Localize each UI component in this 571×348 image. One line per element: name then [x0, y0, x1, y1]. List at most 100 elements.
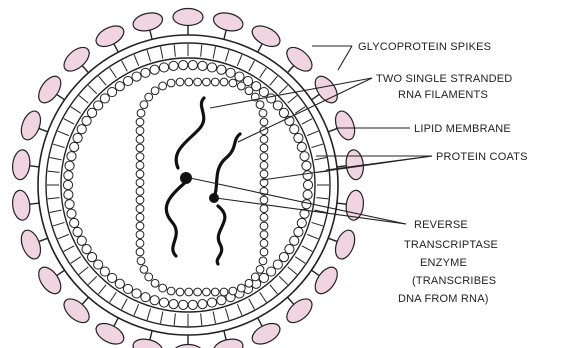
- protein-coat-bead: [303, 171, 312, 180]
- phospholipid-tail: [307, 131, 318, 136]
- phospholipid-tail: [260, 68, 267, 78]
- phospholipid-tail: [88, 85, 96, 93]
- phospholipid-tail: [225, 50, 228, 61]
- protein-coat-bead: [132, 289, 141, 298]
- spike-knob: [60, 294, 94, 327]
- protein-coat-bead: [267, 267, 276, 276]
- capsid-bead: [140, 265, 148, 273]
- spike-knob: [34, 72, 65, 106]
- phospholipid-tail: [71, 107, 81, 114]
- protein-coat-bead: [303, 190, 312, 199]
- phospholipid-tail: [50, 157, 62, 159]
- capsid-bead: [260, 144, 268, 152]
- capsid-bead: [136, 127, 144, 135]
- protein-coat-bead: [123, 76, 132, 85]
- label-rna-line2: RNA FILAMENTS: [398, 89, 488, 101]
- protein-coat-bead: [198, 300, 207, 309]
- phospholipid-tail: [48, 171, 60, 172]
- glycoprotein-spike: [18, 228, 48, 262]
- capsid-bead: [136, 222, 144, 230]
- glycoprotein-spike: [249, 318, 283, 348]
- label-rt-line1: REVERSE: [414, 219, 468, 231]
- protein-coat-beads: [63, 60, 312, 309]
- protein-coat-bead: [115, 82, 124, 91]
- capsid-bead: [220, 78, 228, 86]
- capsid-bead: [211, 78, 219, 86]
- capsid-bead: [137, 257, 145, 265]
- capsid-bead: [136, 187, 144, 195]
- protein-coat-bead: [259, 87, 268, 96]
- phospholipid-tail: [50, 210, 62, 212]
- label-rt-line2: TRANSCRIPTASE: [404, 239, 498, 251]
- protein-coat-bead: [70, 142, 79, 151]
- protein-coat-bead: [169, 61, 178, 70]
- capsid-bead: [260, 161, 268, 169]
- protein-coat-bead: [290, 236, 299, 245]
- protein-coat-bead: [207, 298, 216, 307]
- protein-coat-bead: [290, 125, 299, 134]
- protein-coat-bead: [302, 200, 311, 209]
- glycoprotein-spike: [34, 263, 65, 297]
- spike-knob: [11, 149, 31, 181]
- phospholipid-tail: [88, 276, 96, 284]
- rna-filament-2: [213, 134, 240, 200]
- phospholipid-tail: [134, 304, 139, 315]
- protein-coat-bead: [94, 260, 103, 269]
- phospholipid-tail: [270, 76, 278, 85]
- phospholipid-tail: [122, 299, 128, 310]
- capsid-bead: [136, 153, 144, 161]
- capsid-bead: [185, 288, 193, 296]
- capsid-bead: [194, 78, 202, 86]
- protein-coat-bead: [63, 180, 72, 189]
- capsid-bead: [220, 288, 228, 296]
- capsid-bead: [237, 284, 245, 292]
- glycoprotein-spike: [311, 263, 342, 297]
- protein-coat-bead: [217, 65, 226, 74]
- protein-coat-bead: [141, 68, 150, 77]
- spike-knob: [249, 22, 283, 51]
- capsid-bead: [136, 135, 144, 143]
- protein-coat-bead: [150, 65, 159, 74]
- protein-coat-bead: [300, 152, 309, 161]
- label-protein-coats: PROTEIN COATS: [436, 151, 528, 163]
- capsid-bead: [256, 101, 264, 109]
- capsid-bead: [136, 179, 144, 187]
- capsid-bead: [159, 284, 167, 292]
- phospholipid-tail: [122, 61, 128, 72]
- phospholipid-tail: [160, 47, 162, 59]
- capsid-bead: [136, 231, 144, 239]
- protein-coat-bead: [77, 125, 86, 134]
- glycoprotein-spike: [173, 9, 203, 36]
- protein-coat-bead: [123, 284, 132, 293]
- capsid-bead: [229, 287, 237, 295]
- protein-coat-bead: [294, 227, 303, 236]
- spike-knob: [249, 319, 283, 348]
- rna-filament-1: [176, 98, 204, 168]
- capsid-bead: [260, 222, 268, 230]
- capsid-bead: [185, 78, 193, 86]
- capsid-bead: [260, 153, 268, 161]
- leader-glyco-2: [338, 46, 352, 70]
- spike-knob: [212, 10, 245, 34]
- spike-knob: [60, 43, 94, 76]
- protein-coat-bead: [108, 273, 117, 282]
- protein-coat-bead: [87, 108, 96, 117]
- phospholipid-tail: [174, 45, 175, 57]
- capsid-bead: [176, 78, 184, 86]
- phospholipid-tail: [147, 308, 150, 319]
- spike-knob: [34, 263, 65, 297]
- protein-coat-bead: [294, 133, 303, 142]
- phospholipid-tail: [279, 85, 287, 93]
- phospholipid-tail: [99, 76, 107, 85]
- protein-coat-bead: [235, 72, 244, 81]
- capsid-bead: [260, 135, 268, 143]
- protein-coat-bead: [188, 60, 197, 69]
- capsid-bead: [194, 288, 202, 296]
- spike-knob: [332, 228, 359, 262]
- phospholipid-tail: [225, 308, 228, 319]
- phospholipid-tail: [213, 47, 215, 59]
- protein-coat-bead: [297, 142, 306, 151]
- protein-coat-bead: [77, 236, 86, 245]
- capsid-bead: [136, 239, 144, 247]
